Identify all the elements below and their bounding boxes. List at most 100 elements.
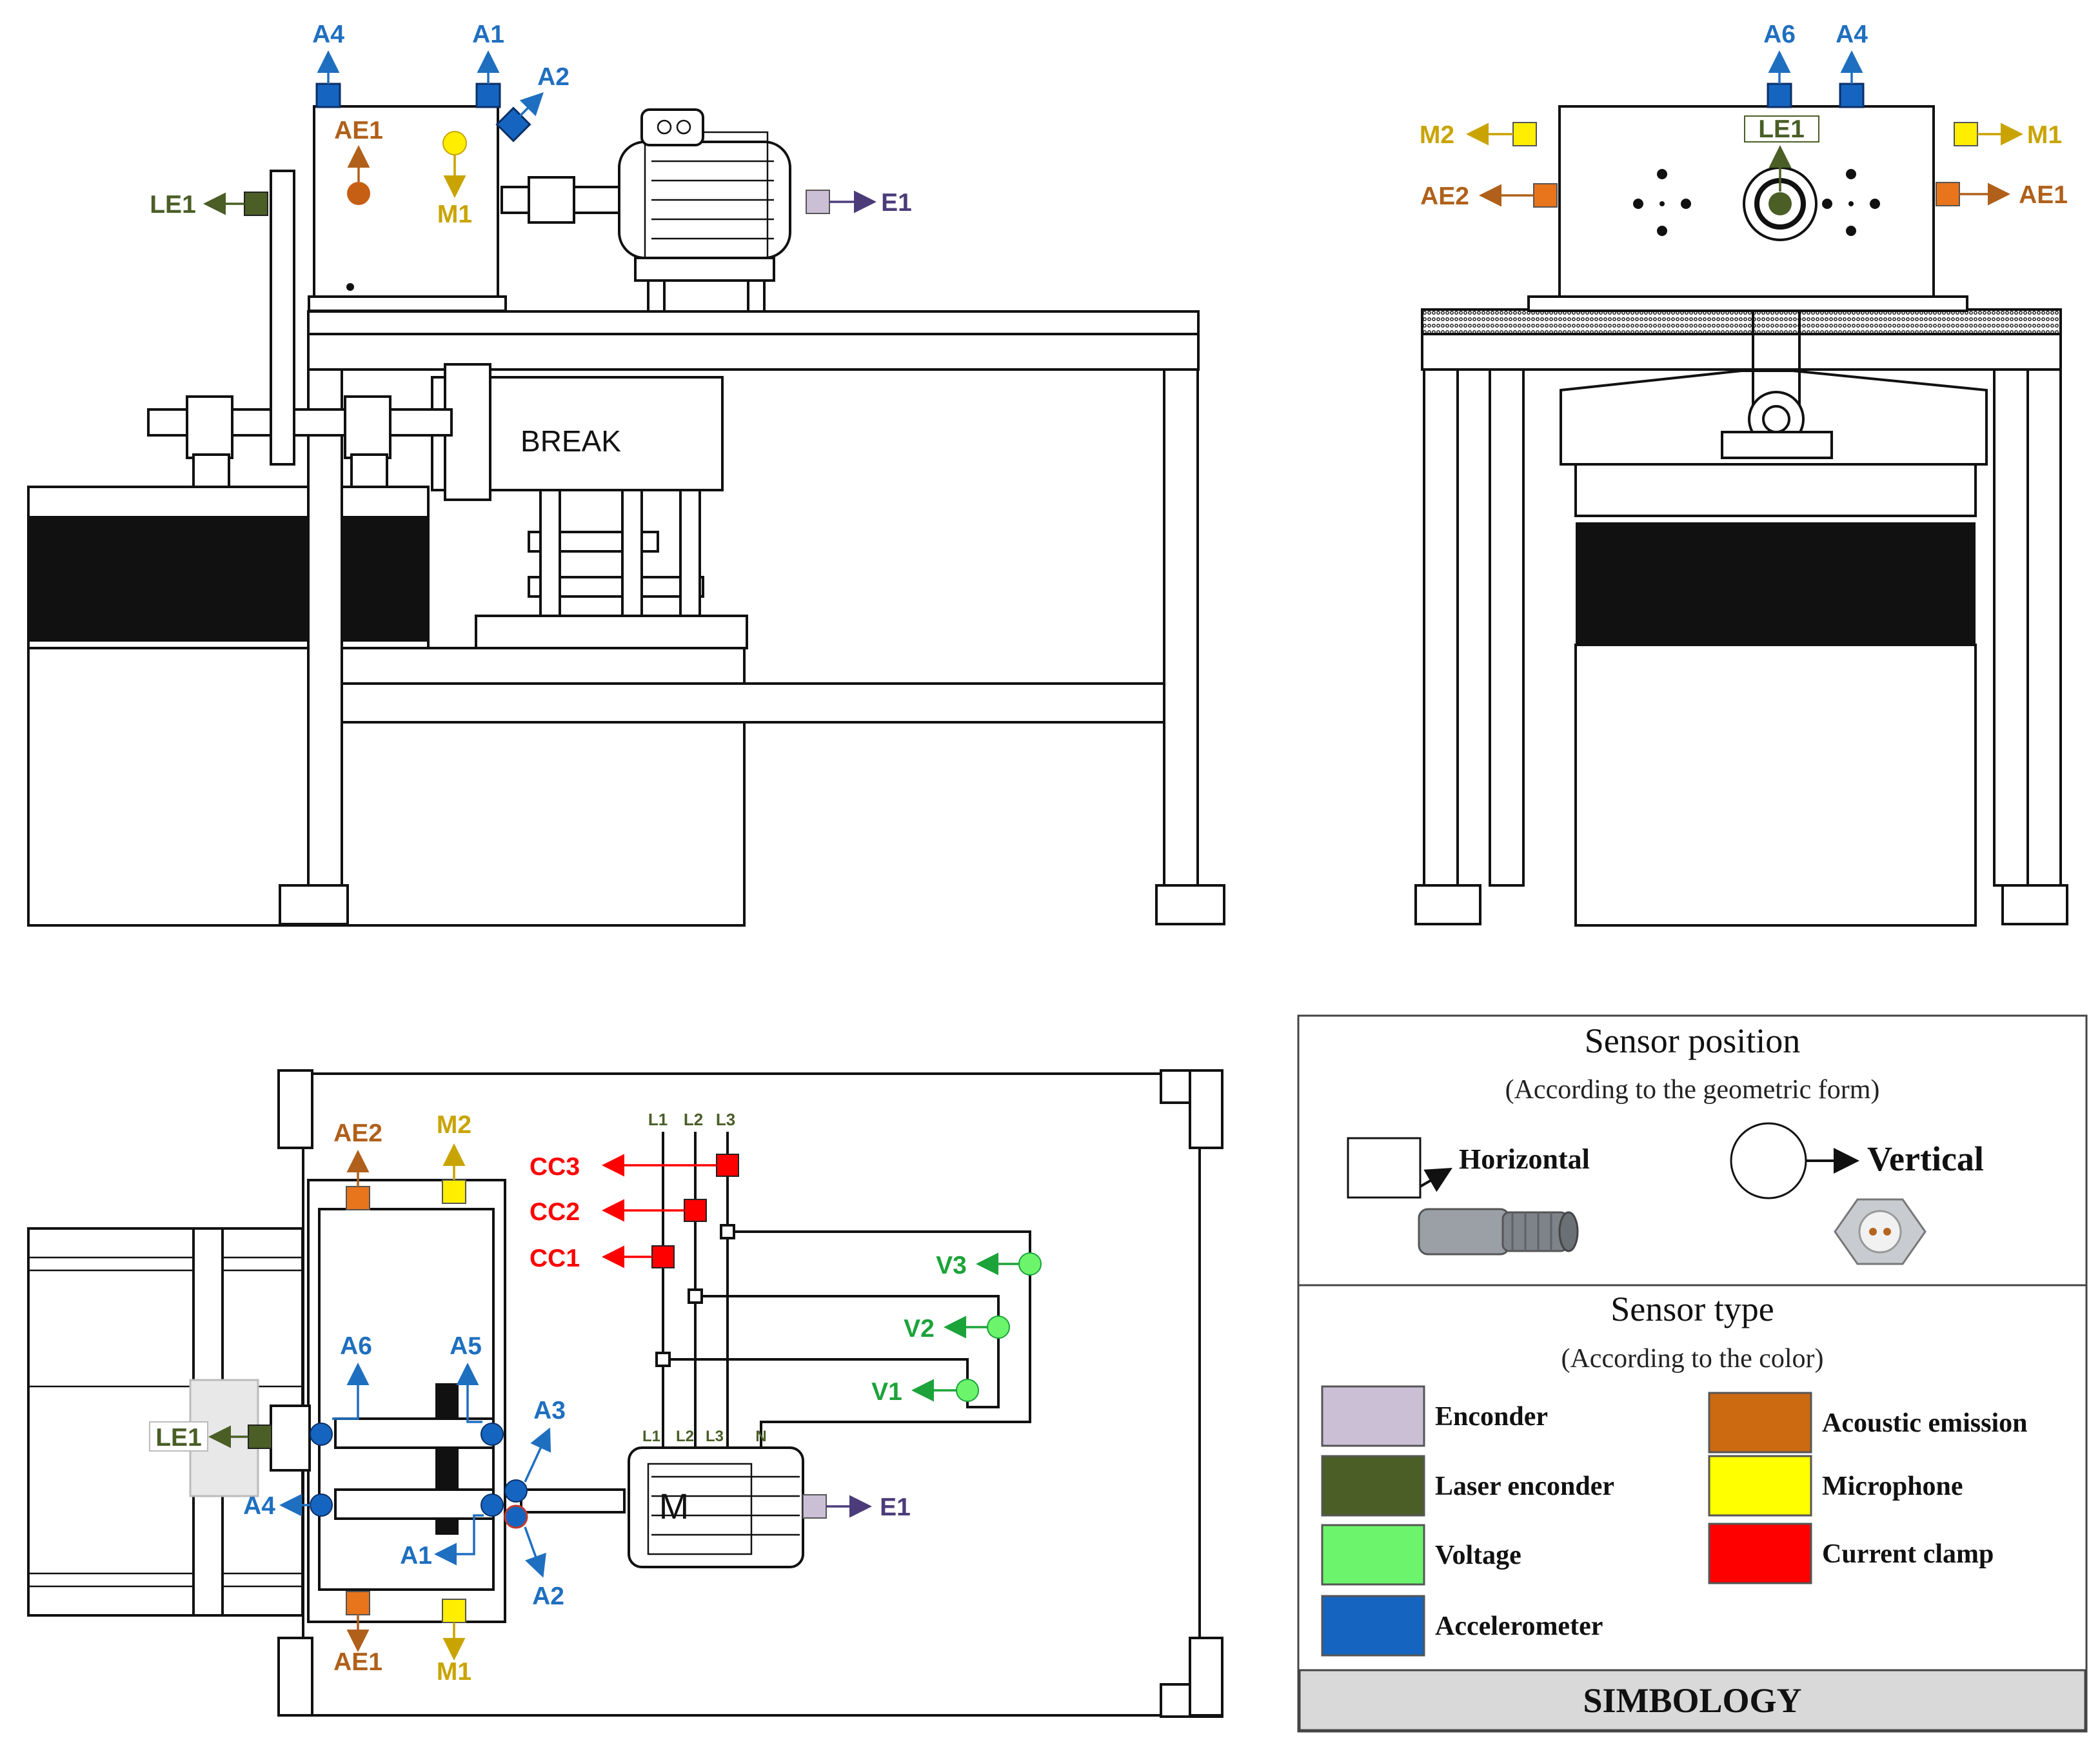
- top-m2-sensor: [442, 1179, 466, 1204]
- side-a2-label: A2: [537, 63, 570, 91]
- top-a6-sensor: [310, 1423, 333, 1446]
- top-ae2-label: AE2: [333, 1119, 382, 1147]
- gearbox-base: [308, 295, 507, 312]
- top-a3-sensor: [504, 1479, 528, 1503]
- side-le1-sensor: [244, 192, 268, 216]
- legend-vertical-label: Vertical: [1867, 1139, 1984, 1178]
- vertical-circle-icon: [1730, 1122, 1807, 1199]
- gearbox-bolt: [346, 283, 354, 291]
- side-a4-sensor: [315, 83, 341, 108]
- top-le1-sensor: [248, 1425, 272, 1449]
- legend-type-label-5: Current clamp: [1822, 1539, 1994, 1569]
- side-le1-label: LE1: [150, 191, 196, 219]
- front-lamination-stack: [1576, 522, 1976, 646]
- top-m1-sensor: [442, 1599, 466, 1623]
- legend-type-label-6: Accelerometer: [1435, 1612, 1603, 1641]
- top-le1-label: LE1: [155, 1424, 202, 1452]
- v1-label: V1: [871, 1378, 902, 1406]
- side-view: BREAK A4 A1: [27, 21, 1225, 927]
- top-a5-sensor: [480, 1423, 504, 1446]
- top-a1-sensor: [480, 1494, 504, 1517]
- top-l2-label: L2: [684, 1110, 703, 1129]
- side-a2-sensor: [495, 106, 531, 143]
- top-e1-sensor: [802, 1494, 827, 1519]
- top-a3-label: A3: [533, 1397, 566, 1425]
- bearing-foot-1: [192, 453, 230, 488]
- top-a1-label: A1: [400, 1542, 432, 1570]
- front-ae2-label: AE2: [1420, 182, 1469, 210]
- front-foot-left: [1414, 884, 1481, 925]
- cc3-sensor: [716, 1154, 739, 1177]
- v2-label: V2: [904, 1315, 935, 1343]
- legend-frame: [1297, 1014, 2088, 1733]
- legend-swatch-3: [1708, 1455, 1812, 1517]
- top-a4-sensor: [310, 1494, 333, 1517]
- motor-base: [634, 257, 775, 282]
- front-leg-left: [1423, 368, 1459, 887]
- motor-terminal-box: [640, 108, 704, 146]
- legend-footer: SIMBOLOGY: [1583, 1681, 1801, 1720]
- front-a4-label: A4: [1836, 21, 1868, 48]
- side-a1-sensor: [475, 83, 501, 108]
- side-table-apron: [307, 333, 1200, 371]
- v3-sensor: [1018, 1252, 1042, 1276]
- top-motor: [628, 1446, 804, 1568]
- top-m2-label: M2: [437, 1111, 471, 1139]
- legend-swatch-0: [1321, 1385, 1425, 1447]
- side-foot-right: [1155, 884, 1225, 925]
- top-m1-label: M1: [437, 1658, 471, 1686]
- top-a2-sensor: [504, 1504, 528, 1529]
- side-leg-right: [1163, 368, 1199, 887]
- side-lamination-stack: [30, 516, 427, 642]
- side-ae1-sensor: [347, 182, 370, 205]
- bearing-block-1: [186, 395, 233, 459]
- legend-type-title: Sensor type: [1610, 1290, 1774, 1328]
- brake-stand-base: [475, 615, 748, 649]
- front-lower-block: [1574, 644, 1977, 927]
- bottom-l2-label: L2: [676, 1428, 694, 1445]
- bottom-l1-label: L1: [642, 1428, 660, 1445]
- side-e1-sensor: [806, 190, 830, 214]
- cc3-label: CC3: [530, 1153, 580, 1181]
- legend-type-label-1: Acoustic emission: [1822, 1408, 2028, 1438]
- side-leg-left: [307, 368, 343, 887]
- side-a4-label: A4: [312, 21, 344, 48]
- front-a6-label: A6: [1763, 21, 1796, 48]
- bearing-block-2: [344, 395, 391, 459]
- legend-position-subtitle: (According to the geometric form): [1505, 1075, 1880, 1105]
- front-foot-right: [2001, 884, 2068, 925]
- legend-horizontal-label: Horizontal: [1459, 1143, 1590, 1175]
- front-m2-sensor: [1512, 122, 1537, 146]
- coupling: [528, 176, 575, 224]
- v3-label: V3: [936, 1252, 967, 1279]
- legend-type-label-3: Microphone: [1822, 1472, 1963, 1501]
- top-ae1-sensor: [346, 1591, 370, 1615]
- side-m1-sensor: [442, 131, 467, 155]
- front-m1-sensor: [1954, 122, 1978, 146]
- legend: Sensor position (According to the geomet…: [1297, 1014, 2088, 1733]
- brake-rod-1: [539, 489, 561, 617]
- side-lower-shelf: [341, 682, 1165, 724]
- horizontal-accelerometer-icon: [1418, 1208, 1579, 1256]
- legend-swatch-6: [1321, 1595, 1425, 1657]
- bottom-n-label: N: [755, 1428, 766, 1445]
- top-view: M L1 L2 L3 L1 L2 L3 N CC3 CC2 CC1: [27, 1069, 1223, 1718]
- top-motor-label: M: [659, 1486, 689, 1526]
- v1-sensor: [956, 1379, 979, 1402]
- legend-type-subtitle: (According to the color): [1561, 1344, 1823, 1374]
- front-ae1-sensor: [1936, 182, 1960, 206]
- top-a2-label: A2: [532, 1582, 564, 1610]
- side-m1-label: M1: [437, 201, 472, 228]
- legend-swatch-5: [1708, 1523, 1812, 1584]
- front-ae1-label: AE1: [2019, 181, 2068, 209]
- v2-sensor: [987, 1316, 1010, 1339]
- side-a1-label: A1: [472, 21, 504, 48]
- top-l3-label: L3: [716, 1110, 735, 1129]
- top-ae2-sensor: [346, 1186, 370, 1210]
- front-le1-label: LE1: [1758, 115, 1805, 143]
- side-foot-left: [279, 884, 349, 925]
- front-m2-label: M2: [1420, 121, 1454, 149]
- top-e1-label: E1: [880, 1494, 911, 1521]
- bearing-foot-2: [350, 453, 388, 488]
